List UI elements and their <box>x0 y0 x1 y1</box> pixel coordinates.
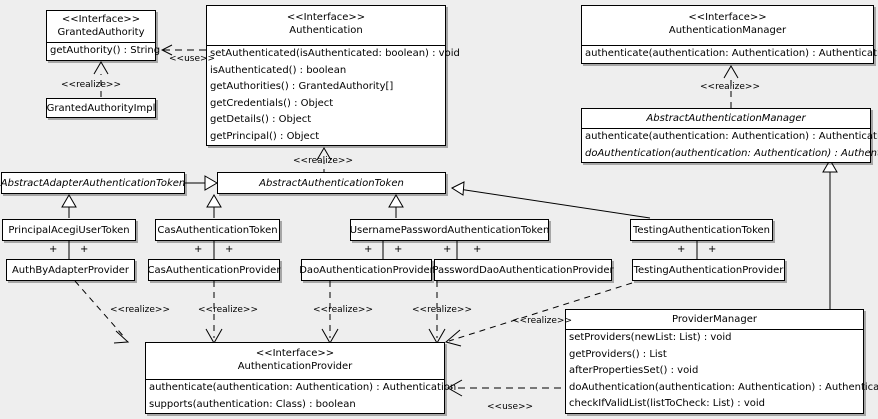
class-name: ProviderManager <box>671 314 757 325</box>
class-dao-authentication-provider[interactable]: DaoAuthenticationProvider <box>299 259 434 281</box>
edge-label-realize-casauthenticationprovider: <<realize>> <box>198 305 258 315</box>
class-abstract-authentication-manager[interactable]: AbstractAuthenticationManager authentica… <box>581 108 878 163</box>
class-username-password-authentication-token[interactable]: UsernamePasswordAuthenticationToken <box>350 219 549 241</box>
edge-realize-grantedauthorityimpl <box>93 61 109 97</box>
assoc-marker-plus: + <box>708 244 717 255</box>
class-granted-authority-impl[interactable]: GrantedAuthorityImpl <box>46 98 156 118</box>
class-name: PasswordDaoAuthenticationProvider <box>432 264 614 276</box>
edge-generalize-principalacegiusertoken <box>61 194 77 218</box>
assoc-marker-plus: + <box>473 244 482 255</box>
operations-compartment: setProviders(newList: List) : void getPr… <box>566 330 878 413</box>
class-stereotype: <<Interface>> <box>61 14 141 25</box>
edge-realize-testingauthenticationprovider <box>444 282 633 347</box>
class-name: TestingAuthenticationToken <box>632 224 771 236</box>
operations-compartment: getAuthority() : String <box>47 43 161 60</box>
edge-generalize-abstractadaptertoken-to-abstractauthenticationtoken <box>185 175 218 191</box>
class-auth-by-adapter-provider[interactable]: AuthByAdapterProvider <box>6 259 135 281</box>
operations-compartment: authenticate(authentication: Authenticat… <box>582 129 878 162</box>
operation: authenticate(authentication: Authenticat… <box>585 48 878 59</box>
operation: isAuthenticated() : boolean <box>210 64 347 76</box>
edge-label-realize-authbyadapterprovider: <<realize>> <box>110 305 170 315</box>
assoc-marker-plus: + <box>677 244 686 255</box>
assoc-marker-plus: + <box>394 244 403 255</box>
class-name: AuthenticationProvider <box>237 361 353 372</box>
operation: getAuthorities() : GrantedAuthority[] <box>210 81 394 92</box>
class-name: TestingAuthenticationProvider <box>633 264 784 276</box>
operation: checkIfValidList(listToCheck: List) : vo… <box>569 398 766 409</box>
operation: supports(authentication: Class) : boolea… <box>149 398 356 410</box>
class-name: UsernamePasswordAuthenticationToken <box>349 224 550 236</box>
operations-compartment: setAuthenticated(isAuthenticated: boolea… <box>207 46 460 145</box>
class-testing-authentication-provider[interactable]: TestingAuthenticationProvider <box>632 259 785 281</box>
class-name: AbstractAdapterAuthenticationToken <box>0 177 186 189</box>
class-name: Authentication <box>289 25 363 36</box>
operation: getAuthority() : String <box>50 45 161 56</box>
operations-compartment: authenticate(authentication: Authenticat… <box>146 380 457 413</box>
class-principal-acegi-user-token[interactable]: PrincipalAcegiUserToken <box>2 219 136 241</box>
operation: setProviders(newList: List) : void <box>569 332 732 343</box>
class-name: AbstractAuthenticationManager <box>646 113 806 124</box>
edge-label-realize-passworddaoauthenticationprovider: <<realize>> <box>412 305 472 315</box>
assoc-marker-plus: + <box>194 244 203 255</box>
class-authentication-manager[interactable]: <<Interface>> AuthenticationManager auth… <box>581 5 878 64</box>
assoc-marker-plus: + <box>443 244 452 255</box>
assoc-marker-plus: + <box>364 244 373 255</box>
edge-generalize-casauthenticationtoken <box>206 194 222 218</box>
class-name: AbstractAuthenticationToken <box>259 177 404 189</box>
class-name: AuthenticationManager <box>668 25 787 36</box>
class-cas-authentication-provider[interactable]: CasAuthenticationProvider <box>148 259 280 281</box>
edge-generalize-usernamepasswordtoken <box>388 194 404 218</box>
edge-realize-abstractauthenticationmanager <box>723 65 739 108</box>
edge-label-realize-abstractauthenticationtoken: <<realize>> <box>293 156 353 166</box>
class-name: GrantedAuthorityImpl <box>46 102 156 114</box>
operation: authenticate(authentication: Authenticat… <box>585 131 878 142</box>
edge-generalize-testingauthenticationtoken <box>450 181 651 219</box>
class-name: CasAuthenticationProvider <box>147 264 281 276</box>
operation: doAuthentication(authentication: Authent… <box>585 147 878 159</box>
class-name: CasAuthenticationToken <box>157 224 278 236</box>
class-provider-manager[interactable]: ProviderManager setProviders(newList: Li… <box>565 309 878 414</box>
edge-realize-authbyadapterprovider <box>74 280 130 344</box>
operations-compartment: authenticate(authentication: Authenticat… <box>582 46 878 63</box>
class-abstract-authentication-token[interactable]: AbstractAuthenticationToken <box>217 172 446 194</box>
class-authentication[interactable]: <<Interface>> Authentication setAuthenti… <box>206 5 460 146</box>
operation: authenticate(authentication: Authenticat… <box>149 382 457 393</box>
assoc-marker-plus: + <box>80 244 89 255</box>
operation: getCredentials() : Object <box>210 97 334 109</box>
class-name: GrantedAuthority <box>57 27 145 38</box>
edge-label-use-grantedauthority: <<use>> <box>169 54 216 64</box>
class-stereotype: <<Interface>> <box>255 348 335 359</box>
class-name: PrincipalAcegiUserToken <box>8 224 130 236</box>
class-granted-authority[interactable]: <<Interface>> GrantedAuthority getAuthor… <box>46 10 161 61</box>
operation: doAuthentication(authentication: Authent… <box>569 381 878 393</box>
class-authentication-provider[interactable]: <<Interface>> AuthenticationProvider aut… <box>145 342 457 414</box>
class-abstract-adapter-authentication-token[interactable]: AbstractAdapterAuthenticationToken <box>1 172 185 194</box>
edge-label-realize-testingauthenticationprovider: <<realize>> <box>512 316 572 326</box>
operation: setAuthenticated(isAuthenticated: boolea… <box>210 48 460 59</box>
operation: afterPropertiesSet() : void <box>569 365 699 376</box>
edge-label-realize-daoauthenticationprovider: <<realize>> <box>313 305 373 315</box>
operation: getDetails() : Object <box>210 114 312 125</box>
class-name: AuthByAdapterProvider <box>11 264 130 276</box>
class-name: DaoAuthenticationProvider <box>299 264 434 276</box>
assoc-marker-plus: + <box>49 244 58 255</box>
edge-label-use-providermanager: <<use>> <box>487 402 534 412</box>
class-testing-authentication-token[interactable]: TestingAuthenticationToken <box>630 219 773 241</box>
class-stereotype: <<Interface>> <box>286 12 366 23</box>
edge-generalize-providermanager-to-abstractauthenticationmanager <box>822 159 838 309</box>
assoc-marker-plus: + <box>225 244 234 255</box>
class-password-dao-authentication-provider[interactable]: PasswordDaoAuthenticationProvider <box>432 259 614 281</box>
edge-label-realize-grantedauthorityimpl: <<realize>> <box>61 80 121 90</box>
class-cas-authentication-token[interactable]: CasAuthenticationToken <box>155 219 280 241</box>
class-stereotype: <<Interface>> <box>688 12 767 23</box>
operation: getProviders() : List <box>569 348 667 360</box>
edge-label-realize-abstractauthenticationmanager: <<realize>> <box>700 82 760 92</box>
operation: getPrincipal() : Object <box>210 130 320 142</box>
